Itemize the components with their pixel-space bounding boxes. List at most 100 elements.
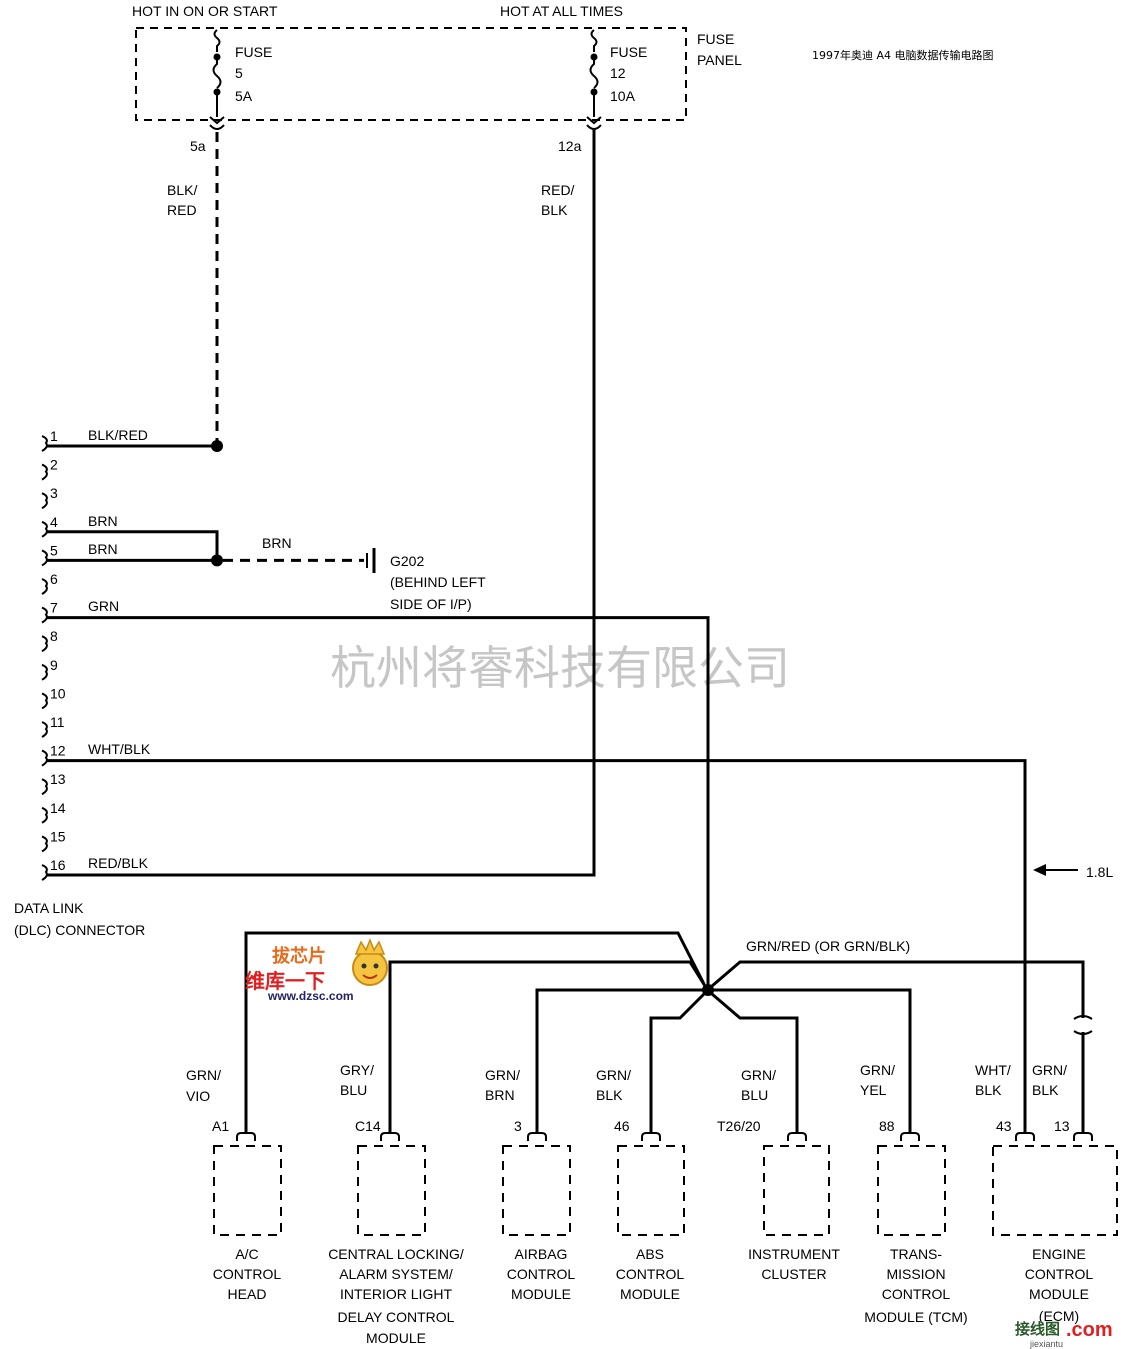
fuse-number: 5 bbox=[235, 65, 243, 81]
dlc-pin-16: 16 bbox=[41, 857, 66, 881]
module-name: MISSION bbox=[886, 1266, 945, 1282]
module-name: MODULE bbox=[1029, 1286, 1089, 1302]
module-name: A/C bbox=[235, 1246, 258, 1262]
module-wire-color: GRN/ bbox=[860, 1062, 895, 1078]
dlc-pin-number: 12 bbox=[50, 743, 66, 759]
pin-terminal-symbol bbox=[41, 520, 48, 538]
pin16-wire-color: RED/BLK bbox=[88, 855, 149, 871]
fuse5-wire-color: BLK/ bbox=[167, 182, 197, 198]
module-name: MODULE bbox=[620, 1286, 680, 1302]
dlc-pin-1: 1 bbox=[41, 428, 58, 452]
module-outline bbox=[992, 1145, 1118, 1236]
fuse-rating: 10A bbox=[610, 88, 636, 104]
module-name: ENGINE bbox=[1032, 1246, 1086, 1262]
pin1-wire-color: BLK/RED bbox=[88, 427, 148, 443]
dlc-pin-13: 13 bbox=[41, 771, 66, 796]
branch-central-locking bbox=[388, 960, 707, 1133]
pin-terminal-symbol bbox=[41, 864, 48, 881]
dlc-pin-number: 5 bbox=[50, 542, 58, 558]
pin-terminal-symbol bbox=[41, 578, 48, 595]
dlc-pin-9: 9 bbox=[41, 657, 58, 681]
module-pin: C14 bbox=[355, 1118, 381, 1134]
dlc-pin-14: 14 bbox=[41, 800, 66, 824]
branch-ac bbox=[244, 931, 706, 1133]
module-name: ABS bbox=[636, 1246, 664, 1262]
dlc-pin-3: 3 bbox=[41, 485, 58, 510]
pin-terminal-symbol bbox=[41, 463, 48, 481]
dlc-pin-number: 13 bbox=[50, 771, 66, 787]
module-wire-color: GRN/ bbox=[485, 1067, 520, 1083]
fuse-terminal-connector bbox=[586, 116, 602, 130]
module-outline bbox=[763, 1145, 830, 1236]
fuse-panel: FUSE PANEL FUSE 5 5A FUSE 12 10A bbox=[135, 27, 742, 130]
dlc-label: (DLC) CONNECTOR bbox=[14, 922, 145, 938]
fuse-label: FUSE bbox=[235, 44, 272, 60]
dlc-pin-number: 16 bbox=[50, 857, 66, 873]
mascot-eye-icon bbox=[361, 963, 367, 969]
dlc-pin-10: 10 bbox=[41, 685, 66, 710]
pin-terminal-symbol bbox=[41, 692, 48, 710]
module-pin: 88 bbox=[879, 1118, 895, 1134]
engine-variant-label: 1.8L bbox=[1086, 864, 1113, 880]
dlc-pin-number: 1 bbox=[50, 428, 58, 444]
pin-terminal-symbol bbox=[41, 549, 48, 567]
dzsc-logo: 拔芯片 维库一下 www.dzsc.com bbox=[245, 937, 388, 1003]
module-name: INSTRUMENT bbox=[748, 1246, 840, 1262]
pin-terminal-symbol bbox=[41, 835, 48, 853]
module-wire-color: BLU bbox=[340, 1082, 367, 1098]
module-pin: 3 bbox=[514, 1118, 522, 1134]
ground-name: G202 bbox=[390, 553, 424, 569]
module-name: CONTROL bbox=[882, 1286, 951, 1302]
dlc-pin-12: 12 bbox=[41, 743, 66, 767]
module-pin: A1 bbox=[212, 1118, 229, 1134]
fuse-panel-outline bbox=[135, 27, 687, 121]
dlc-pin-number: 4 bbox=[50, 514, 58, 530]
module-instrument-cluster: GRN/ BLU T26/20 INSTRUMENT CLUSTER bbox=[717, 1067, 840, 1282]
module-pin: 46 bbox=[614, 1118, 630, 1134]
module-name: AIRBAG bbox=[515, 1246, 568, 1262]
arrow-left-icon bbox=[1033, 864, 1046, 876]
module-name: CONTROL bbox=[213, 1266, 282, 1282]
dlc-pin-number: 6 bbox=[50, 571, 58, 587]
fuse-terminal-connector bbox=[209, 116, 225, 130]
module-connector bbox=[1073, 1132, 1093, 1141]
fuse12-wire-color: RED/ bbox=[541, 182, 575, 198]
module-wire-color: BLK bbox=[1032, 1082, 1059, 1098]
fuse-12: FUSE 12 10A bbox=[586, 29, 647, 130]
jiexiantu-logo: 接线图 .com jiexiantu bbox=[1015, 1319, 1113, 1349]
module-airbag: GRN/ BRN 3 AIRBAG CONTROL MODULE bbox=[485, 1067, 575, 1302]
module-abs: GRN/ BLK 46 ABS CONTROL MODULE bbox=[596, 1067, 685, 1302]
module-wire-color: GRY/ bbox=[340, 1062, 374, 1078]
branch-tcm bbox=[708, 988, 912, 1133]
module-connector bbox=[380, 1132, 400, 1141]
logo-text: 拔芯片 bbox=[272, 945, 326, 967]
splice-dot bbox=[211, 554, 223, 567]
pin4-wire-color: BRN bbox=[88, 513, 118, 529]
pin7-wire-color: GRN bbox=[88, 598, 119, 614]
fuse5-feed-label: HOT IN ON OR START bbox=[132, 3, 278, 19]
branch-airbag bbox=[535, 988, 708, 1133]
crown-icon bbox=[354, 937, 386, 955]
module-connector bbox=[900, 1132, 920, 1141]
fuse-lead bbox=[590, 29, 598, 52]
dlc-pin-15: 15 bbox=[41, 828, 66, 853]
pin-terminal-symbol bbox=[41, 492, 48, 510]
wire-pin7-grn bbox=[46, 616, 710, 990]
module-name: (ECM) bbox=[1039, 1308, 1079, 1324]
dlc-label: DATA LINK bbox=[14, 900, 84, 916]
diagram-title: 1997年奥迪 A4 电脑数据传输电路图 bbox=[812, 48, 994, 62]
module-wire-color: BLK bbox=[975, 1082, 1002, 1098]
dlc-pin-number: 10 bbox=[50, 685, 66, 701]
wire-red-blk-fuse12 bbox=[46, 130, 596, 877]
data-bus-wire-color: GRN/RED (OR GRN/BLK) bbox=[746, 938, 910, 954]
data-bus-splice: GRN/RED (OR GRN/BLK) bbox=[244, 931, 1093, 1133]
module-outline bbox=[617, 1145, 685, 1236]
pin-terminal-symbol bbox=[41, 778, 48, 796]
branch-instrument-cluster bbox=[711, 992, 799, 1133]
dlc-pin-number: 8 bbox=[50, 628, 58, 644]
module-pin: T26/20 bbox=[717, 1118, 761, 1134]
module-name: INTERIOR LIGHT bbox=[340, 1286, 452, 1302]
module-wire-color: GRN/ bbox=[596, 1067, 631, 1083]
